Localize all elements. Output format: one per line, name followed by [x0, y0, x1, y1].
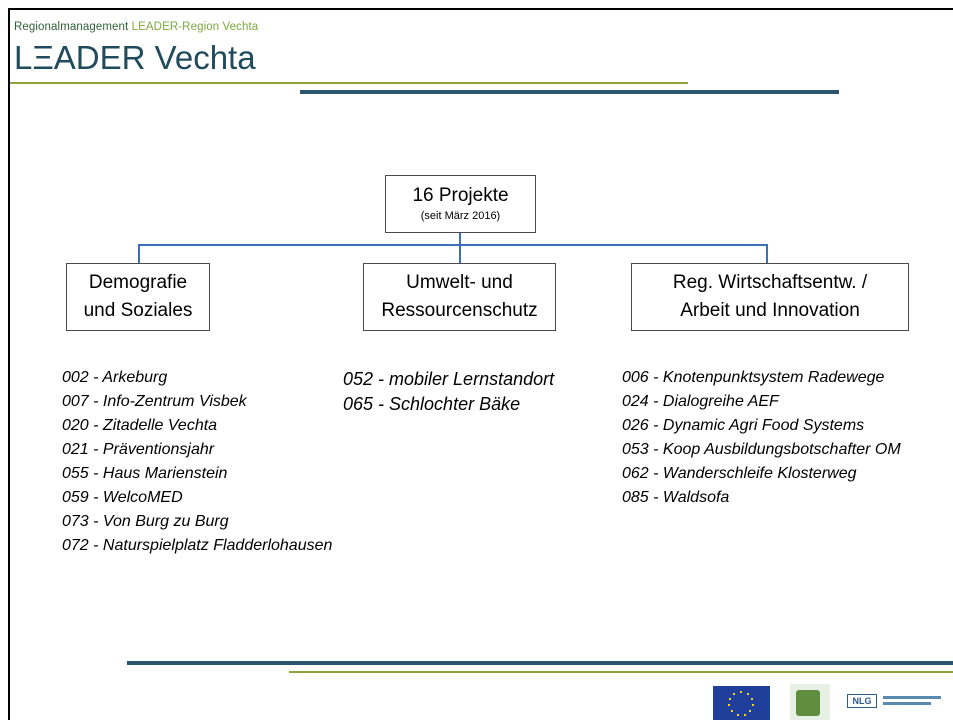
- root-title: 16 Projekte: [412, 185, 509, 206]
- list-item: 007 - Info-Zentrum Visbek: [62, 393, 247, 410]
- header-subtitle-highlight: LEADER-Region Vechta: [131, 21, 259, 33]
- category-label-line1: Demografie: [88, 272, 188, 293]
- project-list-wirtschaft: 006 - Knotenpunktsystem Radewege 024 - D…: [622, 366, 953, 510]
- header-subtitle-prefix: Regionalmanagement: [14, 21, 132, 33]
- list-item: 065 - Schlochter Bäke: [343, 394, 521, 414]
- list-item: 073 - Von Burg zu Burg: [62, 513, 229, 530]
- footer-rule-green: [289, 671, 953, 673]
- connector-left-down: [138, 244, 140, 264]
- frame-top-border: [8, 8, 953, 10]
- project-list-demografie: 002 - Arkeburg 007 - Info-Zentrum Visbek…: [62, 366, 332, 558]
- connector-right-down: [766, 244, 768, 264]
- list-item: 072 - Naturspielplatz Fladderlohausen: [62, 537, 333, 554]
- category-label-line1: Umwelt- und: [406, 272, 513, 293]
- category-box-umwelt: Umwelt- und Ressourcenschutz: [363, 263, 556, 331]
- list-item: 020 - Zitadelle Vechta: [62, 417, 218, 434]
- category-label-line2: und Soziales: [83, 300, 193, 321]
- list-item: 053 - Koop Ausbildungsbotschafter OM: [622, 441, 901, 458]
- frame-left-border: [8, 8, 10, 720]
- list-item: 059 - WelcoMED: [62, 489, 183, 506]
- category-box-wirtschaft: Reg. Wirtschaftsentw. / Arbeit und Innov…: [631, 263, 909, 331]
- list-item: 055 - Haus Marienstein: [62, 465, 228, 482]
- category-box-demografie: Demografie und Soziales: [66, 263, 210, 331]
- connector-middle-down: [459, 244, 461, 264]
- eu-flag-icon: [713, 686, 770, 720]
- root-subtitle: (seit März 2016): [420, 210, 501, 222]
- root-box: 16 Projekte (seit März 2016): [385, 175, 536, 233]
- list-item: 052 - mobiler Lernstandort: [343, 369, 555, 389]
- list-item: 062 - Wanderschleife Klosterweg: [622, 465, 857, 482]
- leaf-icon: [796, 690, 820, 716]
- list-item: 006 - Knotenpunktsystem Radewege: [622, 369, 885, 386]
- footer-rule-blue: [127, 661, 953, 665]
- header-rule-blue: [300, 90, 839, 94]
- list-item: 021 - Präventionsjahr: [62, 441, 215, 458]
- leader-emblem-icon: [790, 684, 830, 720]
- connector-root-down: [459, 233, 461, 245]
- list-item: 002 - Arkeburg: [62, 369, 168, 386]
- nlg-logo: NLG: [847, 694, 877, 708]
- project-list-umwelt: 052 - mobiler Lernstandort 065 - Schloch…: [343, 367, 554, 417]
- category-label-line1: Reg. Wirtschaftsentw. /: [672, 272, 868, 293]
- category-label-line2: Arbeit und Innovation: [680, 300, 860, 321]
- leader-vechta-logo: LΞADER Vechta: [14, 39, 256, 76]
- header-subtitle: Regionalmanagement LEADER-Region Vechta: [14, 21, 258, 33]
- list-item: 085 - Waldsofa: [622, 489, 730, 506]
- connector-horizontal: [138, 244, 768, 246]
- nlg-logo-text-line: [883, 702, 931, 705]
- list-item: 026 - Dynamic Agri Food Systems: [622, 417, 865, 434]
- list-item: 024 - Dialogreihe AEF: [622, 393, 779, 410]
- header-rule-green: [10, 82, 688, 84]
- nlg-logo-text-line: [883, 696, 941, 699]
- category-label-line2: Ressourcenschutz: [381, 300, 538, 321]
